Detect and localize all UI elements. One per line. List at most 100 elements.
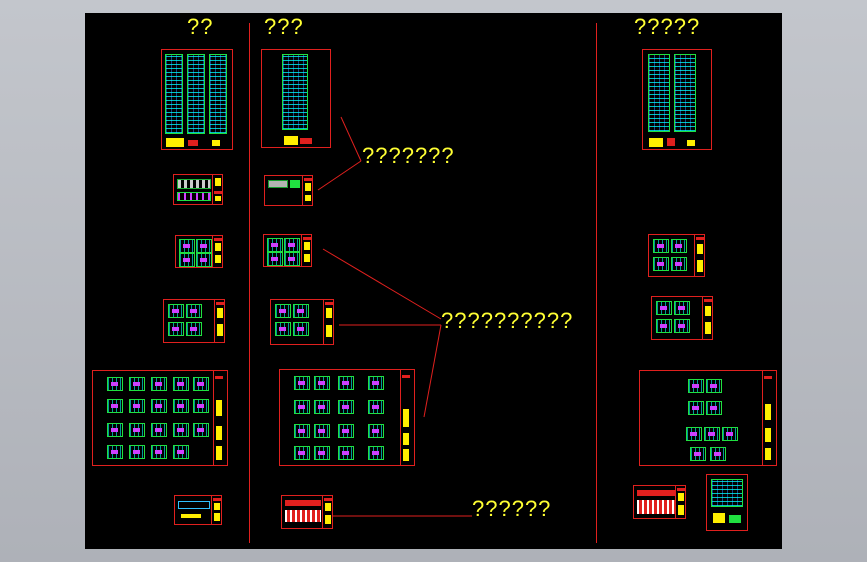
drawing-sheet-c2-1[interactable] bbox=[261, 49, 331, 148]
cad-model-space[interactable]: ?? ??? ????? ??????? ?????????? ?????? bbox=[85, 13, 782, 549]
column-detail bbox=[179, 253, 195, 267]
section-detail bbox=[268, 180, 288, 188]
drawing-sheet-c3-2[interactable] bbox=[648, 234, 705, 277]
drawing-sheet-c2-5[interactable] bbox=[279, 369, 415, 466]
drawing-sheet-c1-1[interactable] bbox=[161, 49, 233, 150]
column-detail bbox=[151, 423, 167, 437]
column-detail bbox=[294, 376, 310, 390]
column-detail bbox=[129, 377, 145, 391]
column-detail bbox=[193, 377, 209, 391]
column-detail bbox=[168, 322, 184, 336]
column-detail bbox=[656, 301, 672, 315]
drawing-sheet-c1-4[interactable] bbox=[163, 299, 225, 343]
column-detail bbox=[722, 427, 738, 441]
column-detail bbox=[686, 427, 702, 441]
column-detail bbox=[168, 304, 184, 318]
drawing-sheet-c2-3[interactable] bbox=[263, 234, 312, 267]
column-detail bbox=[151, 399, 167, 413]
column-detail bbox=[186, 304, 202, 318]
drawing-sheet-c1-5[interactable] bbox=[92, 370, 228, 466]
column-detail bbox=[674, 319, 690, 333]
column-detail bbox=[653, 257, 669, 271]
column-detail bbox=[275, 304, 291, 318]
callout-label-a: ??????? bbox=[362, 143, 455, 168]
title-block-mark bbox=[188, 140, 198, 146]
divider-line-2 bbox=[596, 23, 597, 543]
notes-detail bbox=[178, 501, 210, 509]
drawing-sheet-c2-2[interactable] bbox=[264, 175, 313, 206]
drawing-sheet-c3-5[interactable] bbox=[633, 485, 686, 519]
column-detail bbox=[284, 252, 300, 266]
title-block-mark bbox=[687, 140, 695, 146]
column-detail bbox=[173, 377, 189, 391]
notes-mark bbox=[285, 510, 321, 522]
floor-plan-strip bbox=[165, 54, 183, 134]
drawing-sheet-c1-6[interactable] bbox=[174, 495, 222, 525]
callout-label-b: ?????????? bbox=[441, 308, 574, 333]
floor-plan-strip bbox=[209, 54, 227, 134]
drawing-sheet-c3-3[interactable] bbox=[651, 296, 713, 340]
column-detail bbox=[671, 257, 687, 271]
title-block bbox=[211, 495, 222, 525]
column-detail bbox=[129, 445, 145, 459]
leader-a-upper bbox=[340, 116, 362, 162]
column-detail bbox=[704, 427, 720, 441]
callout-label-c: ?????? bbox=[472, 496, 552, 521]
column-detail bbox=[196, 239, 212, 253]
drawing-sheet-c3-6[interactable] bbox=[706, 474, 748, 531]
column-detail bbox=[706, 401, 722, 415]
drawing-sheet-c2-4[interactable] bbox=[270, 299, 334, 345]
column-detail bbox=[338, 376, 354, 390]
title-block-mark bbox=[284, 136, 298, 145]
drawing-sheet-c3-1[interactable] bbox=[642, 49, 712, 150]
title-block bbox=[213, 370, 228, 466]
drawing-sheet-c1-2[interactable] bbox=[173, 174, 223, 205]
title-block bbox=[675, 485, 686, 519]
column-detail bbox=[674, 301, 690, 315]
column-detail bbox=[293, 322, 309, 336]
drawing-sheet-c1-3[interactable] bbox=[175, 235, 223, 268]
section-detail bbox=[290, 180, 300, 188]
column-detail bbox=[368, 424, 384, 438]
notes-mark bbox=[637, 490, 675, 496]
title-block bbox=[302, 175, 313, 206]
column-detail bbox=[284, 238, 300, 252]
column-detail bbox=[107, 423, 123, 437]
column-detail bbox=[314, 424, 330, 438]
structure-mark bbox=[729, 515, 741, 523]
leader-lines bbox=[317, 116, 472, 517]
column-detail bbox=[688, 379, 704, 393]
column-detail bbox=[706, 379, 722, 393]
leader-b-upper bbox=[322, 248, 442, 320]
column-detail bbox=[293, 304, 309, 318]
column-detail bbox=[173, 399, 189, 413]
structure-detail bbox=[711, 479, 743, 507]
column-detail bbox=[368, 376, 384, 390]
drawing-sheet-c3-4[interactable] bbox=[639, 370, 777, 466]
drawing-sheet-c2-6[interactable] bbox=[281, 495, 333, 529]
title-block-mark bbox=[212, 140, 220, 146]
title-block bbox=[762, 370, 777, 466]
column-detail bbox=[338, 446, 354, 460]
column-detail bbox=[267, 238, 283, 252]
title-block bbox=[323, 299, 334, 345]
title-block bbox=[301, 234, 312, 267]
leader-b-lower bbox=[423, 324, 442, 418]
column-detail bbox=[656, 319, 672, 333]
column-detail bbox=[107, 399, 123, 413]
title-block bbox=[702, 296, 713, 340]
column-detail bbox=[690, 447, 706, 461]
column-detail bbox=[314, 400, 330, 414]
column-title-3: ????? bbox=[634, 14, 701, 39]
title-block-mark bbox=[300, 138, 312, 144]
column-detail bbox=[314, 376, 330, 390]
leader-a-lower bbox=[317, 160, 362, 191]
column-detail bbox=[196, 253, 212, 267]
divider-line-1 bbox=[249, 23, 250, 543]
column-detail bbox=[338, 424, 354, 438]
notes-mark bbox=[637, 500, 675, 514]
notes-mark bbox=[181, 514, 201, 518]
column-detail bbox=[193, 399, 209, 413]
column-detail bbox=[173, 423, 189, 437]
column-detail bbox=[179, 239, 195, 253]
